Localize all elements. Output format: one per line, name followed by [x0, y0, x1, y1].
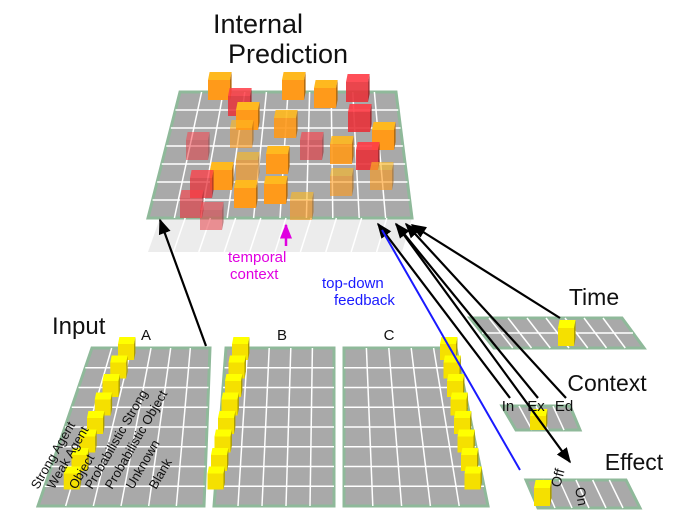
grid-line: [223, 217, 237, 253]
cube: [314, 80, 338, 108]
context-label: Context: [567, 370, 647, 396]
cube: [282, 72, 306, 100]
cube: [330, 168, 354, 196]
cube: [300, 132, 324, 160]
input-panel: [35, 337, 490, 508]
temporal-label-2: context: [230, 266, 279, 283]
input-cubes: [63, 337, 482, 490]
cube: [210, 162, 234, 190]
input-label: Input: [52, 313, 106, 340]
input-col-b-label: B: [277, 327, 287, 344]
cube: [200, 202, 224, 230]
cube: [348, 104, 372, 132]
cube: [330, 136, 354, 164]
cube: [180, 190, 204, 218]
input-col-c-label: C: [384, 327, 395, 344]
cube: [230, 120, 254, 148]
grid-line: [299, 217, 312, 253]
arrow-context-ed: [404, 222, 567, 399]
cube: [290, 192, 314, 220]
cube: [208, 72, 232, 100]
effect-label: Effect: [605, 449, 664, 475]
title-line1: Internal: [213, 9, 303, 39]
grid-line: [591, 479, 607, 509]
context-item-in: In: [502, 398, 515, 415]
context-panel: [499, 404, 583, 432]
grid-line: [552, 405, 565, 431]
effect-panel: [523, 478, 643, 510]
cube: [236, 152, 260, 180]
cube: [79, 429, 97, 453]
grid-line: [350, 217, 363, 253]
effect-item-on: On: [572, 486, 591, 507]
cube: [464, 466, 482, 490]
effect-item-off: Off: [547, 467, 567, 489]
cube: [266, 146, 290, 174]
grid-line: [518, 405, 533, 431]
grid-line: [373, 91, 387, 219]
grid-line: [608, 479, 624, 509]
cube: [370, 162, 394, 190]
grid-line: [172, 217, 186, 253]
cube: [186, 132, 210, 160]
cube: [234, 180, 258, 208]
cube: [110, 355, 128, 379]
feedback-line: [381, 229, 521, 471]
context-item-ed: Ed: [555, 398, 573, 415]
arrow-context-in: [377, 222, 511, 399]
grid-line: [558, 479, 573, 509]
cube: [264, 176, 288, 204]
grid-line: [248, 217, 262, 253]
arrow-time-to-prediction: [410, 224, 561, 319]
cube: [274, 110, 298, 138]
cube: [346, 74, 370, 102]
cube: [558, 320, 576, 346]
cube: [207, 466, 225, 490]
arrow-context-ex: [395, 222, 539, 399]
grid-line: [325, 217, 338, 253]
internal-prediction-panel: [146, 72, 414, 253]
prediction-cubes: [180, 72, 396, 230]
feedback-label-1: top-down: [322, 275, 384, 292]
grid-line: [575, 479, 590, 509]
time-label: Time: [569, 284, 619, 310]
cube: [534, 480, 552, 506]
arrow-input-to-prediction: [158, 218, 208, 347]
temporal-label-1: temporal: [228, 249, 286, 266]
connection-arrows: [158, 218, 571, 464]
input-col-a-label: A: [141, 327, 151, 344]
cube: [63, 466, 82, 490]
title-line2: Prediction: [228, 39, 348, 69]
feedback-label-2: feedback: [334, 292, 395, 309]
arrow-effect-to-prediction: [395, 223, 571, 464]
